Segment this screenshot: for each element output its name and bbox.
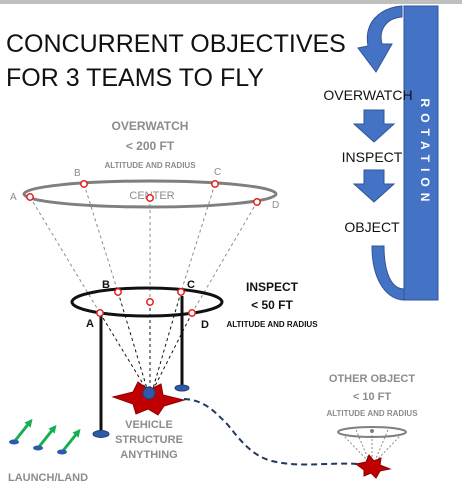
rotation-bottom-curl — [371, 245, 405, 301]
overwatch-point-b — [80, 180, 88, 188]
other-object-heading: OTHER OBJECT — [329, 373, 415, 385]
pole-left-base — [92, 430, 110, 438]
inspect-heading: INSPECT — [246, 280, 299, 294]
overwatch-detail: ALTITUDE AND RADIUS — [104, 161, 196, 170]
vehicle-label-2: STRUCTURE — [115, 434, 183, 446]
rotation-cycle: ROTATION OVERWATCH INSPECT OBJECT — [323, 5, 439, 301]
rotation-step-object: OBJECT — [344, 219, 400, 235]
inspect-connector-lines — [99, 291, 193, 393]
overwatch-label-a: A — [10, 192, 17, 203]
other-object-target-star — [354, 454, 392, 479]
inspect-point-d — [188, 309, 196, 317]
inspect-point-b — [114, 288, 122, 296]
inspect-label-c: C — [187, 279, 195, 291]
title-line-2: FOR 3 TEAMS TO FLY — [6, 64, 264, 92]
rotation-step-overwatch: OVERWATCH — [323, 87, 412, 103]
rotation-bar — [403, 5, 439, 301]
top-border — [0, 0, 462, 4]
vehicle-label-1: VEHICLE — [125, 419, 173, 431]
overwatch-point-c — [211, 180, 219, 188]
inspect-point-a — [96, 309, 104, 317]
other-object-center-point — [370, 429, 374, 433]
overwatch-points — [26, 180, 261, 206]
launch-pad-3 — [57, 449, 67, 455]
other-object-ring — [337, 426, 407, 438]
rotation-arrow-1 — [352, 109, 396, 143]
launch-arrows — [9, 418, 81, 455]
overwatch-label-b: B — [74, 168, 81, 179]
overwatch-label-c: C — [214, 167, 221, 178]
overwatch-connector-lines — [29, 183, 258, 314]
title-line-1: CONCURRENT OBJECTIVES — [6, 30, 346, 58]
launch-arrow-3 — [60, 428, 81, 453]
rotation-arrow-2 — [352, 169, 396, 203]
vehicle-label-3: ANYTHING — [120, 449, 177, 461]
overwatch-point-center — [146, 194, 154, 202]
inspect-label-b: B — [102, 279, 110, 291]
inspect-label-a: A — [86, 318, 94, 330]
inspect-point-center — [146, 298, 154, 306]
inspect-label-d: D — [201, 319, 209, 331]
inspect-detail: ALTITUDE AND RADIUS — [226, 320, 318, 329]
overwatch-point-a — [26, 193, 34, 201]
overwatch-point-d — [253, 198, 261, 206]
launch-arrow-2 — [36, 424, 57, 449]
other-object-limit: < 10 FT — [353, 391, 391, 403]
other-object-detail: ALTITUDE AND RADIUS — [326, 409, 418, 418]
inspect-ring — [70, 286, 224, 318]
launch-pad-1 — [9, 439, 19, 445]
rotation-step-inspect: INSPECT — [342, 149, 403, 165]
rotation-top-curl — [357, 5, 403, 73]
overwatch-heading: OVERWATCH — [112, 119, 189, 133]
overwatch-ring — [22, 179, 278, 209]
overwatch-label-d: D — [272, 200, 279, 211]
inspect-point-c — [177, 288, 185, 296]
launch-pad-2 — [33, 445, 43, 451]
overwatch-limit: < 200 FT — [126, 139, 175, 153]
vehicle-drone-marker — [142, 386, 156, 400]
inspect-limit: < 50 FT — [251, 298, 293, 312]
launch-arrow-1 — [12, 418, 33, 443]
launch-label: LAUNCH/LAND — [8, 472, 88, 484]
rotation-label: ROTATION — [418, 99, 432, 208]
pole-right-base — [174, 384, 190, 392]
inspect-points — [96, 288, 196, 317]
